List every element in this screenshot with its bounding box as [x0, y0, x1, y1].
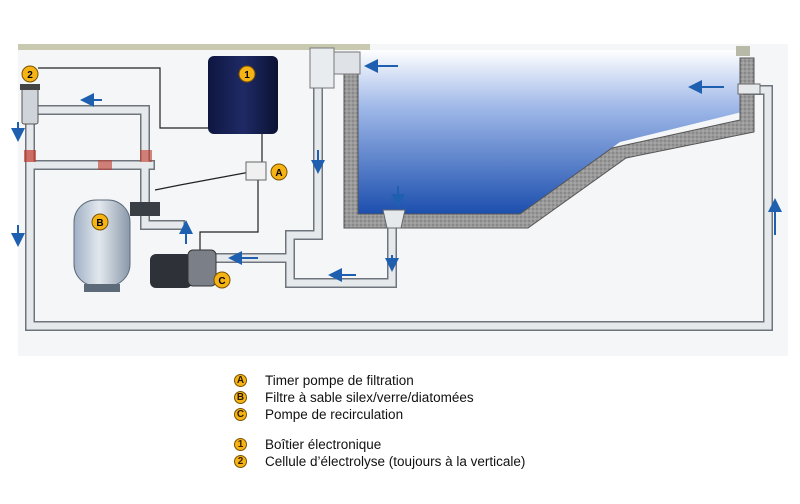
- legend-text-b: Filtre à sable silex/verre/diatomées: [265, 390, 474, 405]
- marker-1: 1: [238, 65, 256, 83]
- legend-text-c: Pompe de recirculation: [265, 407, 404, 422]
- flow-arrows: [11, 59, 782, 282]
- marker-2: 2: [21, 65, 39, 83]
- legend-marker-c: C: [234, 408, 247, 421]
- wiring: [38, 67, 263, 252]
- electrolysis-cell: [21, 87, 39, 125]
- legend-marker-b: B: [234, 391, 247, 404]
- legend-item-1: 1 Boîtier électronique: [234, 436, 525, 453]
- pump-body: [187, 249, 217, 287]
- marker-B: B: [91, 213, 109, 231]
- filter-legs: [84, 284, 120, 292]
- timer-box: [245, 161, 267, 181]
- svg-text:1: 1: [244, 70, 250, 81]
- pump-motor: [150, 254, 192, 288]
- svg-text:C: C: [218, 276, 225, 287]
- valve-right: [140, 150, 152, 162]
- electronic-box: [208, 56, 278, 134]
- ground-line: [18, 44, 370, 50]
- valve-middle: [98, 160, 112, 170]
- marker-A: A: [270, 163, 288, 181]
- pool-water: [358, 50, 742, 214]
- sand-filter: [73, 199, 131, 287]
- pool-wall-right-top: [736, 46, 750, 56]
- legend-marker-2: 2: [234, 455, 247, 468]
- bottom-drain: [382, 209, 406, 229]
- legend-text-a: Timer pompe de filtration: [265, 373, 414, 388]
- pool-wall-left: [343, 51, 755, 229]
- pipe-network: [25, 73, 773, 331]
- filter-valve: [130, 202, 160, 216]
- legend-marker-1: 1: [234, 438, 247, 451]
- legend-item-c: C Pompe de recirculation: [234, 406, 525, 423]
- legend-item-2: 2 Cellule d’électrolyse (toujours à la v…: [234, 453, 525, 470]
- legend-item-a: A Timer pompe de filtration: [234, 372, 525, 389]
- legend-text-2: Cellule d’électrolyse (toujours à la ver…: [265, 454, 526, 469]
- legend-marker-a: A: [234, 374, 247, 387]
- valve-left: [24, 150, 36, 162]
- legend-spacer: [234, 423, 525, 436]
- svg-text:B: B: [96, 218, 103, 229]
- svg-text:2: 2: [27, 70, 33, 81]
- legend: A Timer pompe de filtration B Filtre à s…: [234, 372, 525, 470]
- pool-circulation-diagram: 1 2 A B C: [11, 44, 788, 356]
- electrolysis-cell-cap: [20, 84, 40, 90]
- legend-text-1: Boîtier électronique: [265, 437, 382, 452]
- marker-C: C: [213, 271, 231, 289]
- skimmer-mouth: [333, 51, 361, 75]
- return-inlet: [737, 83, 761, 95]
- legend-item-b: B Filtre à sable silex/verre/diatomées: [234, 389, 525, 406]
- svg-text:A: A: [275, 168, 282, 179]
- skimmer: [309, 47, 335, 89]
